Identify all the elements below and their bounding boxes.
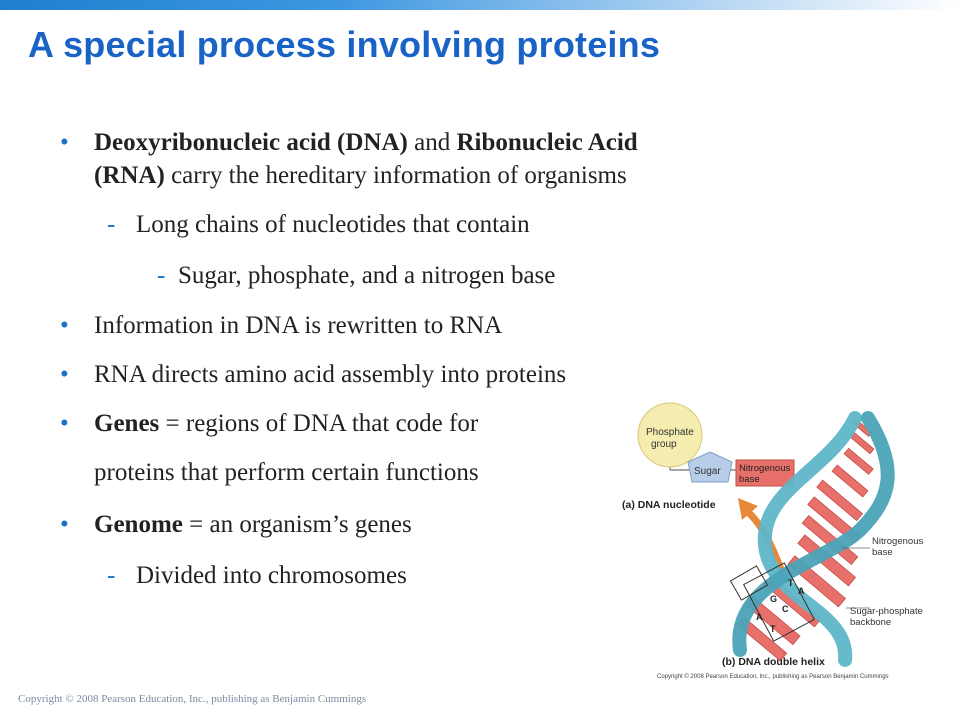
- orange-arrow-head: [738, 498, 758, 520]
- bullet-marker: •: [60, 312, 69, 339]
- figure-copyright: Copyright © 2008 Pearson Education, Inc.…: [657, 673, 889, 680]
- nitrogenous-base-rect: [735, 459, 795, 487]
- double-helix: T A G C A T: [729, 411, 895, 667]
- bullet-text: and: [407, 129, 457, 156]
- term-rna-abbr: (RNA): [94, 162, 165, 189]
- bullet-genome: Genome = an organism’s genes: [94, 509, 412, 541]
- phosphate-circle: [637, 402, 703, 468]
- nucleotide-highlight: [729, 565, 769, 601]
- sub-bullet-chromosomes: Divided into chromosomes: [136, 562, 407, 589]
- base-letter: C: [782, 604, 789, 614]
- sugar-pentagon: [687, 451, 733, 483]
- dash-marker: -: [107, 211, 116, 238]
- term-rna: Ribonucleic Acid: [456, 129, 638, 156]
- dash-marker: -: [157, 262, 166, 289]
- nitrogenous-label-2: base: [739, 474, 760, 485]
- term-dna: Deoxyribonucleic acid (DNA): [94, 129, 408, 156]
- bullet-rna-directs: RNA directs amino acid assembly into pro…: [94, 361, 567, 388]
- bullet-marker: •: [60, 410, 69, 437]
- bullet-dna-rna-cont: (RNA) carry the hereditary information o…: [94, 160, 627, 192]
- term-genome: Genome: [94, 511, 183, 538]
- bullet-text: carry the hereditary information of orga…: [164, 162, 627, 189]
- term-genes: Genes: [94, 410, 160, 437]
- bullet-marker: •: [60, 129, 69, 156]
- bullet-marker: •: [60, 511, 69, 538]
- bullet-genes-cont: proteins that perform certain functions: [94, 459, 479, 486]
- nucleotide-diagram: Phosphate group Sugar Nitrogenous base (…: [622, 402, 795, 511]
- phosphate-label-1: Phosphate: [646, 427, 694, 438]
- sub-sub-bullet-components: Sugar, phosphate, and a nitrogen base: [178, 262, 556, 289]
- base-letter: T: [788, 578, 794, 588]
- base-letter: G: [770, 594, 777, 604]
- dash-marker: -: [107, 562, 116, 589]
- caption-a: (a) DNA nucleotide: [622, 499, 716, 511]
- caption-b: (b) DNA double helix: [722, 656, 825, 668]
- bullet-text: = regions of DNA that code for: [159, 410, 479, 437]
- bullet-information: Information in DNA is rewritten to RNA: [94, 312, 503, 339]
- bullet-dna-rna: Deoxyribonucleic acid (DNA) and Ribonucl…: [94, 127, 638, 159]
- base-letter: T: [770, 624, 776, 634]
- nitro-base-callout-1: Nitrogenous: [872, 536, 923, 547]
- nitrogenous-label-1: Nitrogenous: [739, 463, 790, 474]
- phosphate-label-2: group: [651, 439, 677, 450]
- base-letter: A: [756, 612, 763, 622]
- backbone-callout-1: Sugar-phosphate: [850, 606, 923, 617]
- bullet-marker: •: [60, 361, 69, 388]
- base-pair-box: [742, 562, 816, 642]
- backbone-callout-2: backbone: [850, 617, 891, 628]
- top-accent-bar: [0, 0, 960, 10]
- slide-title: A special process involving proteins: [28, 24, 661, 65]
- sub-bullet-nucleotides: Long chains of nucleotides that contain: [136, 211, 530, 238]
- sugar-label: Sugar: [694, 466, 721, 477]
- nitro-base-callout-2: base: [872, 547, 893, 558]
- bullet-text: = an organism’s genes: [182, 511, 412, 538]
- base-letter: A: [798, 586, 805, 596]
- copyright-footer: Copyright © 2008 Pearson Education, Inc.…: [18, 693, 367, 705]
- bullet-genes: Genes = regions of DNA that code for: [94, 408, 478, 440]
